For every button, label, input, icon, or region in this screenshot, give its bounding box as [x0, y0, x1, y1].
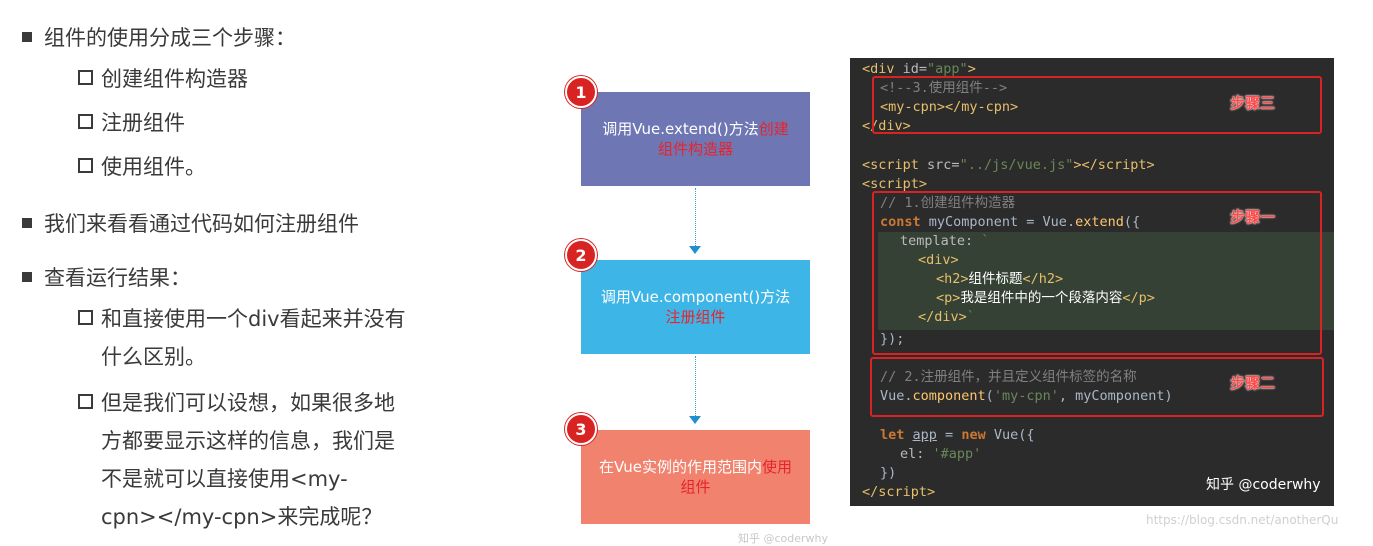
hollow-square-icon [78, 310, 93, 325]
bullet-text: 我们来看看通过代码如何注册组件 [44, 212, 359, 236]
hollow-square-icon [78, 394, 93, 409]
bullet-steps: 组件的使用分成三个步骤： [22, 22, 296, 52]
bullet-square-icon [22, 32, 32, 42]
step2-box [870, 357, 1324, 417]
sub-list-result: 和直接使用一个div看起来并没有 什么区别。 但是我们可以设想，如果很多地 方都… [78, 300, 458, 536]
list-item-cont: 不是就可以直接使用<my- [101, 467, 348, 491]
bullet-square-icon [22, 272, 32, 282]
bullet-result: 查看运行结果： [22, 262, 191, 292]
arrow-down-icon [689, 246, 701, 254]
highlight-band [878, 232, 1334, 330]
flow-step-1-box: 调用Vue.extend()方法创建 组件构造器 [581, 92, 810, 186]
flow-arrow [695, 356, 696, 416]
list-item: 和直接使用一个div看起来并没有 [78, 300, 458, 338]
step3-box [872, 76, 1322, 134]
code-editor-panel: <div id="app"> <!--3.使用组件--> <my-cpn></m… [850, 58, 1334, 506]
list-item: 使用组件。 [78, 148, 248, 192]
list-item: 但是我们可以设想，如果很多地 [78, 384, 458, 422]
flow-step-3-box: 在Vue实例的作用范围内使用 组件 [581, 430, 810, 524]
footer-url: https://blog.csdn.net/anotherQu [1146, 513, 1339, 527]
step-badge-2: 2 [565, 239, 597, 271]
list-item-cont: 什么区别。 [101, 345, 206, 369]
list-item: 创建组件构造器 [78, 60, 248, 104]
arrow-down-icon [689, 416, 701, 424]
step1-label: 步骤一 [1230, 208, 1276, 226]
bullet-text: 查看运行结果： [44, 266, 191, 290]
flow-step-2-box: 调用Vue.component()方法 注册组件 [581, 260, 810, 354]
bullet-text: 组件的使用分成三个步骤： [44, 26, 296, 50]
bullet-code: 我们来看看通过代码如何注册组件 [22, 208, 359, 238]
step-badge-3: 3 [565, 413, 597, 445]
step-badge-1: 1 [565, 76, 597, 108]
hollow-square-icon [78, 158, 93, 173]
step3-label: 步骤三 [1230, 94, 1276, 112]
hollow-square-icon [78, 70, 93, 85]
list-item-cont: 方都要显示这样的信息，我们是 [101, 429, 395, 453]
sub-list-steps: 创建组件构造器 注册组件 使用组件。 [78, 60, 248, 192]
flow-watermark: 知乎 @coderwhy [738, 532, 829, 545]
list-item-cont: cpn></my-cpn>来完成呢？ [101, 505, 383, 529]
list-item: 注册组件 [78, 104, 248, 148]
step1-box [872, 191, 1322, 355]
bullet-square-icon [22, 218, 32, 228]
hollow-square-icon [78, 114, 93, 129]
flow-arrow [695, 188, 696, 246]
step2-label: 步骤二 [1230, 374, 1276, 392]
code-watermark: 知乎 @coderwhy [1206, 477, 1321, 493]
